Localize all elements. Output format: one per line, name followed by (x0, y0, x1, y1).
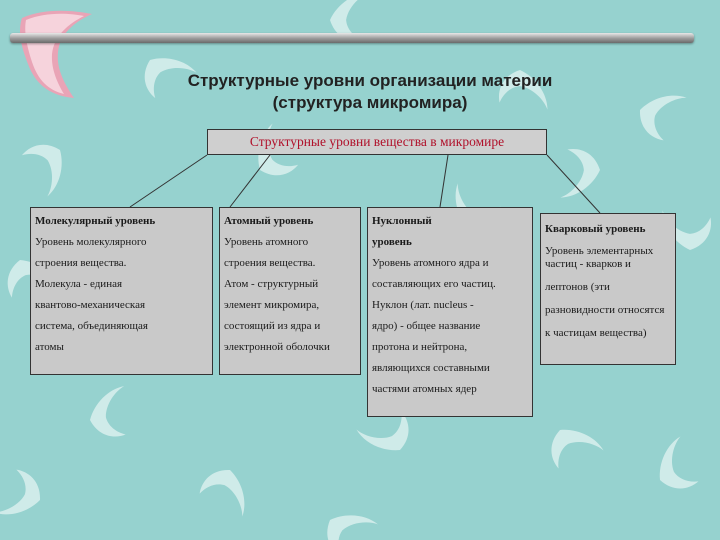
decorative-bar (10, 33, 694, 43)
level-heading: Нуклонный (372, 215, 432, 227)
level-text-line: электронной оболочки (224, 341, 330, 353)
level-text-line: Уровень атомного ядра и (372, 257, 489, 269)
level-text-line: уровень (372, 236, 412, 248)
level-text-line: разновидности относятся (545, 304, 665, 316)
level-text-line: Уровень атомного (224, 236, 309, 248)
level-text-line: Атом - структурный (224, 278, 319, 290)
boomerang-logo (20, 10, 92, 98)
level-text-line: являющихся составными (372, 362, 490, 374)
level-text-line: частиц - кварков и (545, 258, 631, 270)
level-text-line: протона и нейтрона, (372, 341, 468, 353)
title-line-1: Структурные уровни организации материи (187, 71, 553, 90)
level-text-line: строения вещества. (35, 257, 127, 269)
level-molecular: Молекулярный уровень Уровень молекулярно… (30, 207, 213, 375)
level-text-line: Молекула - единая (35, 278, 123, 290)
level-text-line: к частицам вещества) (545, 327, 647, 339)
level-text-line: атомы (35, 341, 64, 353)
level-text-line: состоящий из ядра и (224, 320, 321, 332)
level-text-line: строения вещества. (224, 257, 316, 269)
level-text-line: Уровень элементарных (545, 245, 654, 257)
level-text-line: Уровень молекулярного (35, 236, 147, 248)
level-atomic: Атомный уровень Уровень атомного строени… (219, 207, 361, 375)
level-nucleon: Нуклонный уровень Уровень атомного ядра … (367, 207, 533, 417)
level-text-line: Нуклон (лат. nucleus - (372, 299, 474, 311)
level-text-line: составляющих его частиц. (372, 278, 496, 290)
level-heading: Молекулярный уровень (35, 215, 156, 227)
level-text-line: частями атомных ядер (372, 383, 477, 395)
level-text-line: система, объединяющая (35, 320, 148, 332)
slide-title: Структурные уровни организации материи (… (130, 70, 610, 114)
level-text-line: элемент микромира, (224, 299, 320, 311)
level-quark: Кварковый уровень Уровень элементарных ч… (540, 213, 676, 365)
level-text-line: лептонов (эти (545, 281, 610, 293)
level-text-line: ядро) - общее название (372, 320, 481, 332)
title-line-2: (структура микромира) (272, 93, 468, 112)
level-heading: Атомный уровень (224, 215, 314, 227)
level-text-line: квантово-механическая (35, 299, 146, 311)
level-heading: Кварковый уровень (545, 223, 646, 235)
root-node: Структурные уровни вещества в микромире (207, 129, 547, 155)
